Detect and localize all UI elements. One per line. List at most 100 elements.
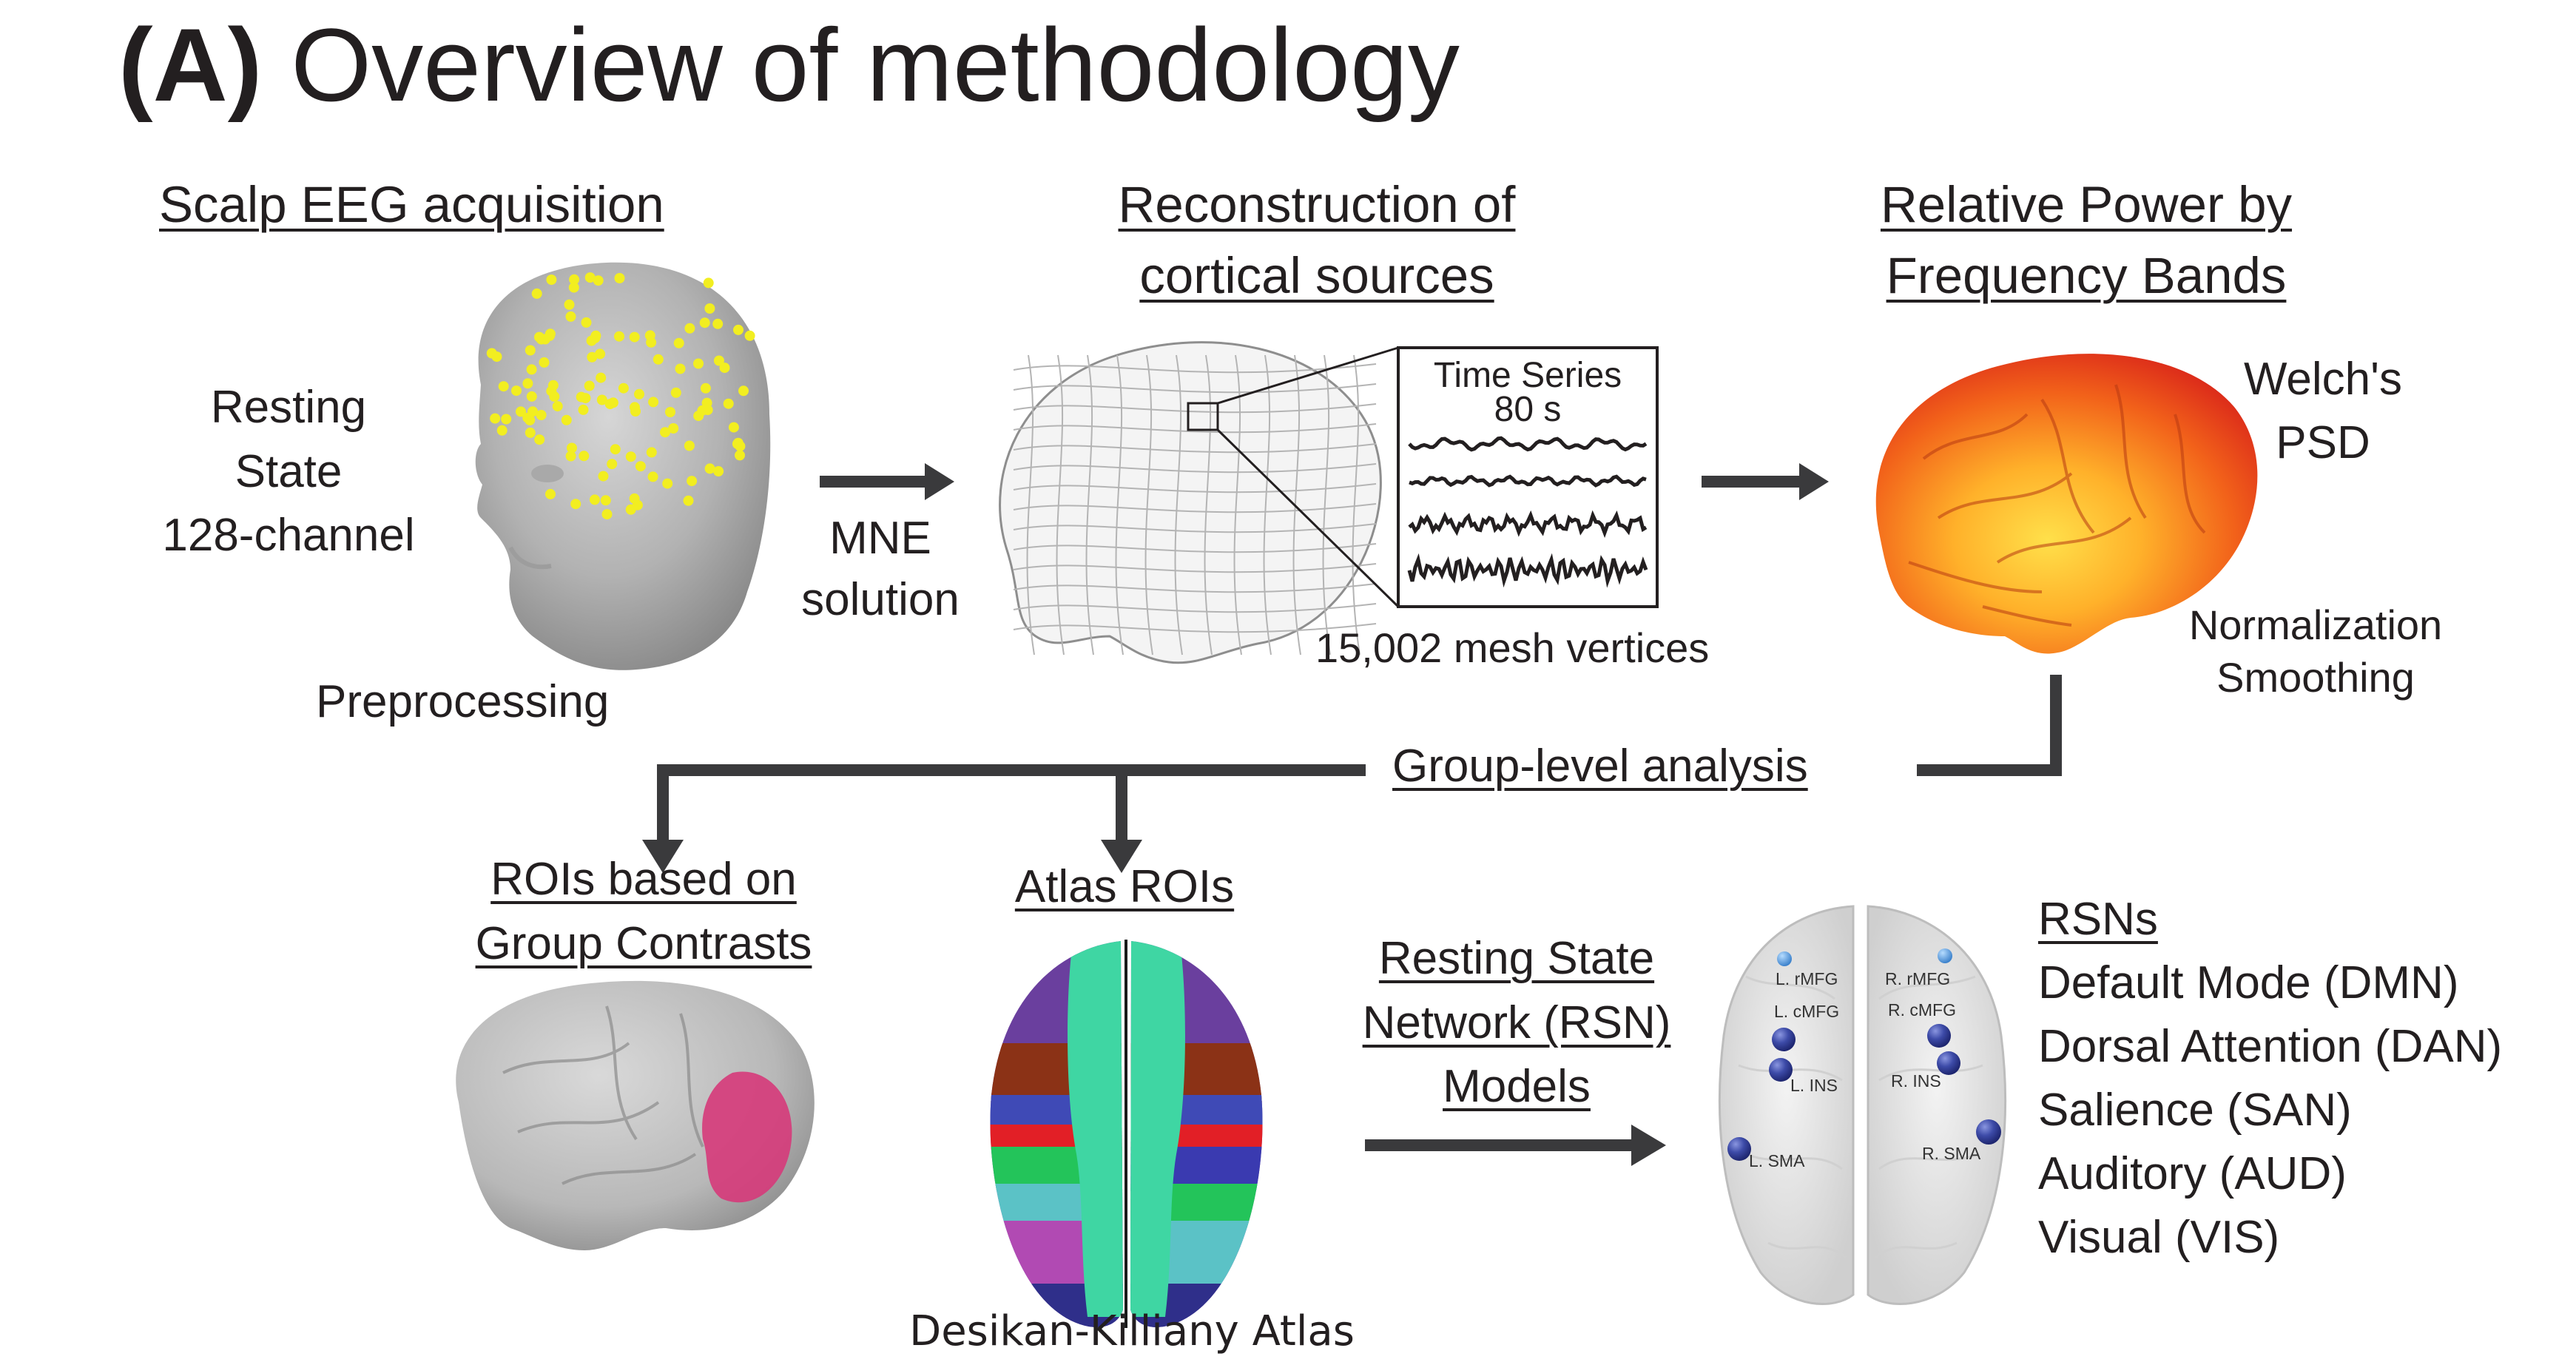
electrode-dot [516,406,526,417]
electrode-dot [728,422,739,433]
welch-psd-line-1: Welch's [2244,354,2402,405]
electrode-dot [595,348,606,360]
node-label-r-rmfg: R. rMFG [1885,969,1951,988]
node-label-r-cmfg: R. cMFG [1888,1000,1956,1019]
electrode-dot [670,387,681,398]
mesh-line [1013,543,1377,553]
mne-line-2: solution [801,574,960,625]
title-text: Overview of methodology [291,7,1460,123]
electrode-dot [567,442,577,454]
rsn-models-heading-line-3: Models [1443,1061,1591,1112]
electrode-dot [644,330,655,341]
electrode-dot [596,394,607,405]
group-level-analysis-label: Group-level analysis [1392,741,1808,792]
welch-psd-line-2: PSD [2276,417,2370,468]
electrode-dot [684,440,695,451]
electrode-dot [684,323,695,334]
electrode-dot [525,414,536,425]
electrode-dot [526,364,537,375]
electrode-dot [618,382,629,394]
electrode-dot [673,337,684,348]
mesh-line [1026,354,1035,655]
reconstruction-heading-line-2: cortical sources [1139,247,1494,304]
electrode-dot [526,391,537,402]
electrode-dot [662,478,673,489]
electrode-dot [522,378,533,389]
smoothing-label: Smoothing [2216,654,2415,701]
atlas-rois-heading: Atlas ROIs [1014,861,1235,912]
mesh-line [1013,563,1377,573]
head-with-electrodes-icon [475,262,771,670]
electrode-dot [625,451,636,462]
wireframe-brain-icon [999,341,1659,664]
atlas-parcellation-brain-icon [990,940,1263,1328]
electrode-dot [704,463,715,474]
electrode-dot [593,275,604,286]
electrode-dot [544,330,555,341]
mesh-line [1115,354,1124,655]
electrode-dot [653,354,664,365]
mesh-line [1013,363,1377,374]
electrode-dot [564,299,575,310]
mesh-line [1263,354,1272,655]
electrode-dot [713,355,724,366]
electrode-dot [665,407,675,417]
electrode-dot [570,499,581,510]
mesh-line [1013,463,1377,473]
panel-letter: (A) [118,7,263,123]
electrode-dot [629,331,640,343]
electrode-dot [552,401,563,412]
page-title: (A) Overview of methodology [118,13,1460,117]
electrode-dot [738,385,749,397]
electrode-dot [604,399,616,410]
electrode-dot [584,380,595,391]
mesh-line [1013,483,1377,493]
electrode-dot [668,423,679,434]
desikan-killiany-caption: Desikan-Killiany Atlas [909,1307,1355,1355]
rsn-nodes [1727,948,2001,1161]
electrode-dot [630,402,640,413]
electrode-dot [501,414,512,425]
mne-line-1: MNE [829,513,931,564]
electrode-dot [569,274,580,285]
electrode-dot [578,404,589,415]
mesh-line [1233,354,1242,655]
electrode-dot [581,317,592,328]
electrode-dot [635,461,646,472]
scalp-eeg-heading: Scalp EEG acquisition [159,176,664,233]
electrode-dot [614,331,624,342]
electrode-dot [545,488,556,499]
electrode-dot [525,427,536,438]
electrode-dot [601,509,613,520]
electrode-dot [675,363,686,374]
electrode-dot [531,288,542,299]
mesh-line [1352,354,1361,655]
node-label-l-ins: L. INS [1790,1076,1838,1095]
electrode-dot [607,459,618,470]
electrode-dot [596,372,607,383]
mesh-line [1085,354,1094,655]
electrode-dot [579,451,590,462]
electrode-dot [589,494,600,505]
electrode-dot [584,272,596,283]
reconstruction-heading-line-1: Reconstruction of [1118,176,1516,233]
electrode-dot [712,318,724,329]
rois-group-heading-line-2: Group Contrasts [475,918,812,969]
electrode-dot [723,398,734,409]
electrode-dot [561,414,572,425]
node-label-l-cmfg: L. cMFG [1774,1002,1840,1021]
electrode-dot [486,348,497,359]
mesh-line [1292,354,1301,655]
electrode-dot [614,273,625,283]
mesh-line [1013,383,1377,394]
electrode-dot [735,450,745,461]
electrode-dot [733,324,744,335]
rsn-item-aud: Auditory (AUD) [2038,1148,2347,1199]
electrode-dot [687,476,698,487]
node-label-r-ins: R. INS [1891,1071,1941,1091]
rois-group-heading-line-1: ROIs based on [490,854,797,905]
electrode-dot [700,382,711,394]
electrode-dot [600,495,611,506]
